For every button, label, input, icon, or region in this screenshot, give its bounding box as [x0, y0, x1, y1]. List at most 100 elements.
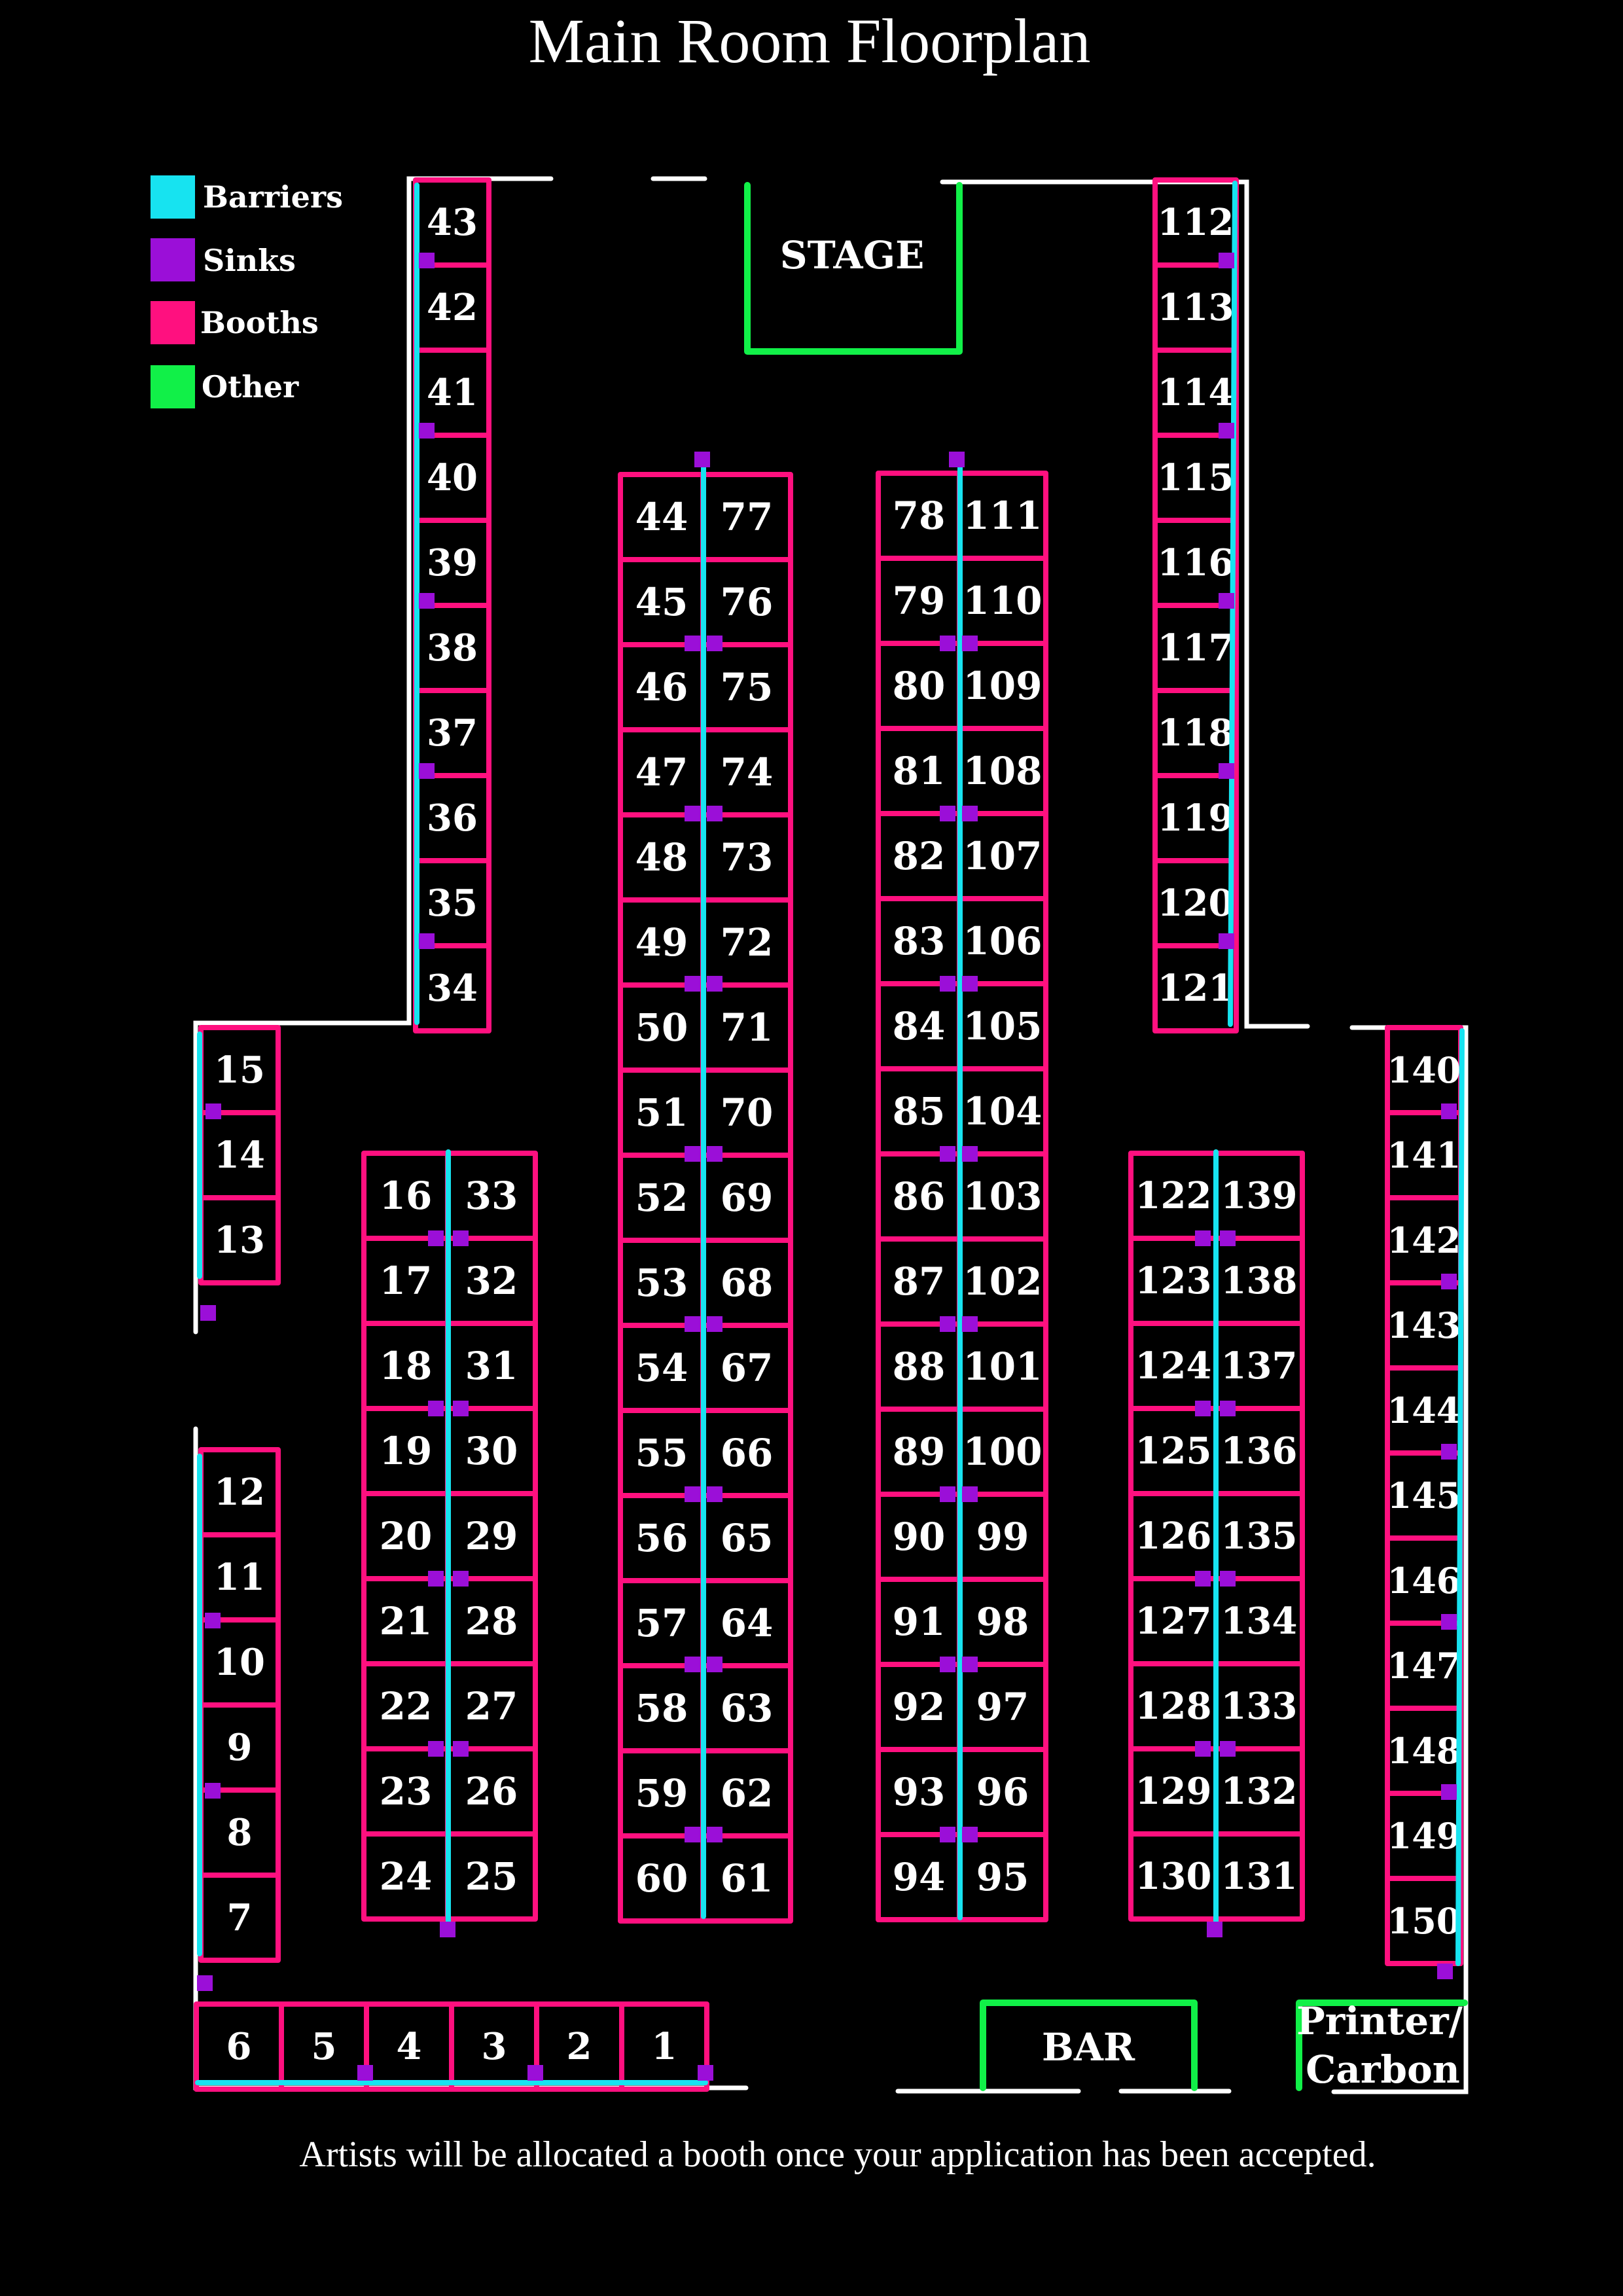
legend-swatch-sinks [151, 238, 195, 281]
booth-number: 21 [380, 1599, 433, 1643]
sink-marker-32 [962, 806, 978, 821]
booth-number: 116 [1158, 541, 1234, 584]
sink-marker-52 [453, 1741, 469, 1757]
booth-number: 35 [427, 882, 478, 925]
sink-marker-47 [428, 1401, 444, 1416]
wall-right-upper [940, 179, 1310, 1029]
sink-marker-9 [1219, 763, 1234, 779]
booth-number: 143 [1387, 1304, 1461, 1346]
booth-number: 139 [1221, 1174, 1298, 1217]
booth-74[interactable]: 74 [700, 727, 793, 817]
booth-number: 10 [214, 1641, 265, 1684]
booth-71[interactable]: 71 [700, 982, 793, 1073]
booth-number: 41 [427, 371, 478, 414]
booth-number: 96 [976, 1770, 1029, 1814]
booth-number: 54 [635, 1346, 688, 1390]
booth-number: 125 [1135, 1429, 1212, 1473]
booth-number: 52 [635, 1175, 688, 1220]
sink-marker-36 [962, 1146, 978, 1162]
booth-number: 119 [1158, 797, 1234, 840]
booth-103[interactable]: 103 [957, 1151, 1048, 1242]
booth-number: 38 [427, 626, 478, 670]
sink-marker-75 [527, 2065, 543, 2081]
booth-60[interactable]: 60 [618, 1833, 705, 1924]
booth-number: 124 [1135, 1344, 1212, 1388]
booth-number: 49 [635, 920, 688, 965]
sink-marker-65 [205, 1613, 221, 1628]
sink-marker-70 [1441, 1444, 1457, 1460]
sink-marker-76 [698, 2065, 713, 2081]
booth-80[interactable]: 80 [876, 641, 962, 731]
sink-marker-1 [419, 253, 435, 268]
booth-number: 128 [1135, 1685, 1212, 1728]
sink-marker-6 [1219, 253, 1234, 268]
booth-number: 133 [1221, 1685, 1298, 1728]
booth-118[interactable]: 118 [1152, 688, 1239, 778]
booth-number: 51 [635, 1090, 688, 1135]
booth-132[interactable]: 132 [1213, 1746, 1305, 1837]
sink-marker-20 [707, 1146, 722, 1162]
sink-marker-28 [707, 1827, 722, 1842]
booth-number: 39 [427, 541, 478, 584]
sink-marker-64 [200, 1305, 216, 1321]
booth-83[interactable]: 83 [876, 896, 962, 986]
sink-marker-50 [453, 1571, 469, 1587]
sink-marker-42 [962, 1657, 978, 1672]
booth-115[interactable]: 115 [1152, 433, 1239, 523]
booth-number: 121 [1158, 967, 1234, 1010]
sink-marker-21 [685, 1316, 700, 1332]
booth-112[interactable]: 112 [1152, 177, 1239, 268]
legend-swatch-barriers [151, 175, 195, 219]
booth-119[interactable]: 119 [1152, 773, 1239, 863]
booth-number: 3 [482, 2025, 507, 2068]
sink-marker-4 [419, 763, 435, 779]
booth-number: 90 [893, 1515, 946, 1559]
booth-135[interactable]: 135 [1213, 1491, 1305, 1581]
sink-marker-2 [419, 423, 435, 439]
booth-94[interactable]: 94 [876, 1832, 962, 1922]
booth-number: 112 [1158, 201, 1234, 244]
booth-number: 87 [893, 1259, 946, 1304]
sink-marker-18 [707, 976, 722, 992]
booth-43[interactable]: 43 [413, 177, 491, 268]
sink-marker-66 [205, 1783, 221, 1799]
booth-86[interactable]: 86 [876, 1151, 962, 1242]
booth-number: 24 [380, 1854, 433, 1899]
booth-number: 14 [214, 1134, 265, 1177]
booth-number: 32 [465, 1259, 518, 1303]
booth-1[interactable]: 1 [619, 2001, 709, 2092]
sink-marker-33 [940, 976, 955, 992]
booth-number: 73 [721, 835, 774, 880]
booth-number: 123 [1135, 1259, 1212, 1302]
booth-number: 4 [397, 2025, 422, 2068]
sink-marker-63 [205, 1103, 221, 1119]
booth-number: 85 [893, 1089, 946, 1134]
booth-number: 118 [1158, 711, 1234, 755]
booth-number: 43 [427, 201, 478, 244]
booth-150[interactable]: 150 [1385, 1876, 1463, 1966]
sink-marker-68 [1441, 1103, 1457, 1119]
booth-144[interactable]: 144 [1385, 1365, 1463, 1456]
legend-swatch-booths [151, 301, 195, 344]
booth-number: 61 [721, 1856, 774, 1901]
booth-121[interactable]: 121 [1152, 943, 1239, 1033]
booth-117[interactable]: 117 [1152, 603, 1239, 693]
booth-number: 12 [214, 1471, 265, 1514]
printer-outline [1296, 2000, 1468, 2091]
booth-number: 147 [1387, 1645, 1461, 1687]
sink-layer [197, 253, 1457, 2081]
booth-number: 45 [635, 580, 688, 624]
booth-number: 97 [976, 1685, 1029, 1729]
booth-number: 148 [1387, 1730, 1461, 1772]
stage-label: STAGE [780, 233, 925, 278]
booth-number: 42 [427, 286, 478, 329]
booth-number: 46 [635, 665, 688, 709]
booth-number: 138 [1221, 1259, 1298, 1302]
booth-number: 89 [893, 1429, 946, 1474]
printer-label-line2: Carbon [1306, 2047, 1460, 2092]
booth-number: 141 [1387, 1134, 1461, 1176]
booth-number: 92 [893, 1685, 946, 1729]
sink-marker-61 [1220, 1741, 1236, 1757]
